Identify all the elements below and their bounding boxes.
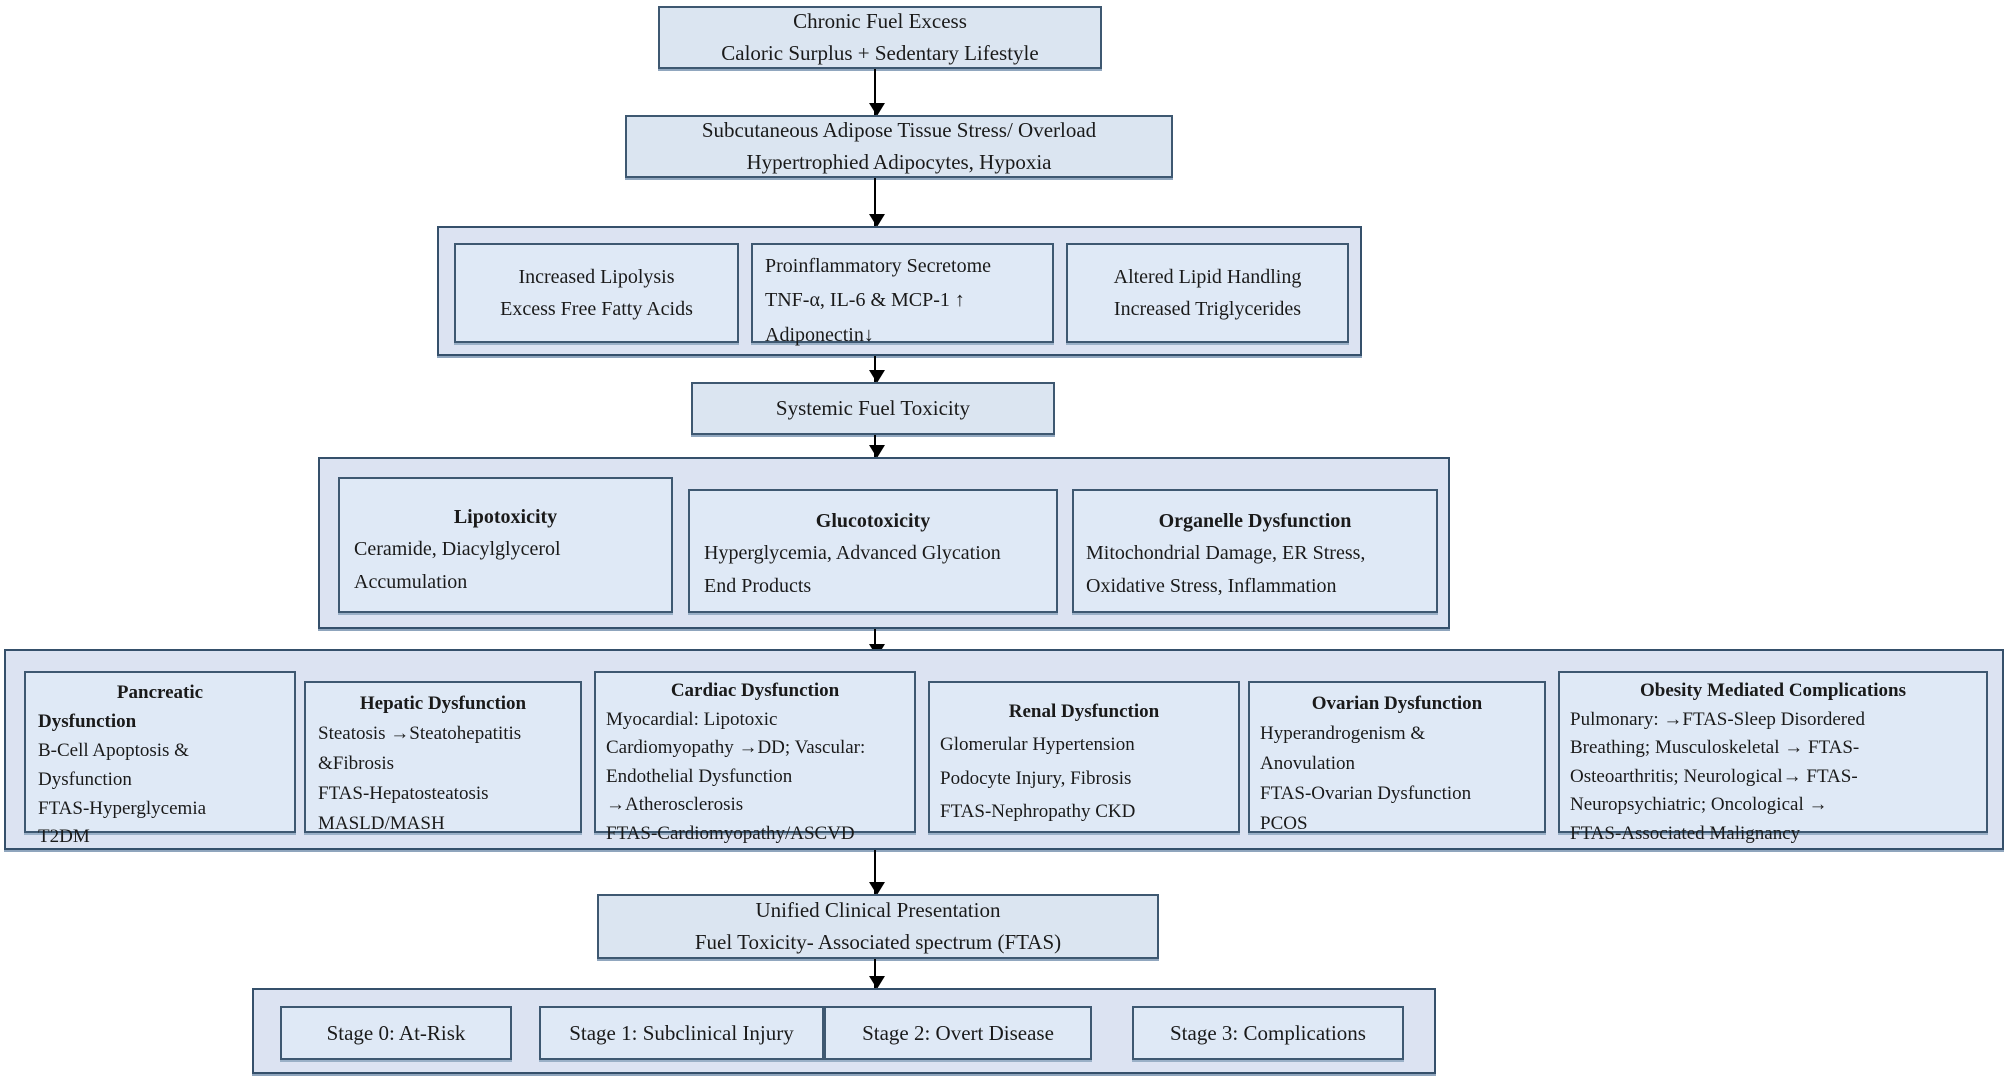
proinflammatory-secretome-line1: Proinflammatory Secretome [765,255,992,277]
obesity-mediated-complications-line4: Neuropsychiatric; Oncological → [1570,794,1828,815]
organelle-dysfunction-line1: Mitochondrial Damage, ER Stress, [1086,542,1366,565]
group-organ-dysfunction: Pancreatic Dysfunction B-Cell Apoptosis … [4,649,2004,850]
pancreatic-dysfunction-header2: Dysfunction [38,710,137,732]
increased-lipolysis-line1: Increased Lipolysis [518,265,675,288]
card-organelle-dysfunction: Organelle Dysfunction Mitochondrial Dama… [1072,489,1438,613]
organelle-dysfunction-line2: Oxidative Stress, Inflammation [1086,574,1337,597]
card-glucotoxicity: Glucotoxicity Hyperglycemia, Advanced Gl… [688,489,1058,613]
card-stage-0: Stage 0: At-Risk [280,1006,512,1060]
hepatic-dysfunction-header: Hepatic Dysfunction [359,693,527,714]
obesity-mediated-complications-line1: Pulmonary: →FTAS-Sleep Disordered [1570,708,1866,730]
ovarian-dysfunction-line2: Anovulation [1260,753,1355,775]
cardiac-dysfunction-header: Cardiac Dysfunction [670,680,840,701]
card-stage-1: Stage 1: Subclinical Injury [539,1006,824,1060]
pancreatic-dysfunction-line1: B-Cell Apoptosis & [38,739,189,761]
arrow-unified-to-stages [869,959,885,989]
pancreatic-dysfunction-line3: FTAS-Hyperglycemia [38,797,207,819]
ovarian-dysfunction-header: Ovarian Dysfunction [1311,693,1483,714]
proinflammatory-secretome-line3: Adiponectin↓ [765,323,874,346]
systemic-fuel-toxicity-label: Systemic Fuel Toxicity [775,395,971,420]
hepatic-dysfunction-line2: &Fibrosis [318,753,395,775]
card-lipotoxicity: Lipotoxicity Ceramide, Diacylglycerol Ac… [338,477,673,613]
pancreatic-dysfunction-header: Pancreatic [116,682,204,703]
node-chronic-fuel-excess: Chronic Fuel Excess Caloric Surplus + Se… [658,6,1102,69]
glucotoxicity-line2: End Products [704,574,812,597]
card-increased-lipolysis: Increased Lipolysis Excess Free Fatty Ac… [454,243,739,343]
card-obesity-mediated-complications: Obesity Mediated Complications Pulmonary… [1558,671,1988,844]
arrow-systemic-to-mechanisms [869,435,885,458]
adipose-stress-line2: Hypertrophied Adipocytes, Hypoxia [746,149,1052,174]
pancreatic-dysfunction-line4: T2DM [38,826,90,848]
ovarian-dysfunction-line1: Hyperandrogenism & [1260,723,1426,745]
group-stages: Stage 0: At-Risk Stage 1: Subclinical In… [252,988,1436,1074]
lipotoxicity-line1: Ceramide, Diacylglycerol [354,538,561,561]
increased-lipolysis-line2: Excess Free Fatty Acids [500,298,693,320]
lipotoxicity-line2: Accumulation [354,570,468,593]
hepatic-dysfunction-line4: MASLD/MASH [318,813,445,835]
ovarian-dysfunction-line3: FTAS-Ovarian Dysfunction [1260,783,1472,805]
cardiac-dysfunction-line4: →Atherosclerosis [606,794,744,815]
renal-dysfunction-line3: FTAS-Nephropathy CKD [940,800,1136,822]
card-stage-3: Stage 3: Complications [1132,1006,1404,1060]
obesity-mediated-complications-line3: Osteoarthritis; Neurological→ FTAS- [1570,765,1858,787]
hepatic-dysfunction-line3: FTAS-Hepatosteatosis [318,783,489,805]
stage-3-label: Stage 3: Complications [1170,1021,1366,1045]
cardiac-dysfunction-line5: FTAS-Cardiomyopathy/ASCVD [606,822,855,844]
node-adipose-stress: Subcutaneous Adipose Tissue Stress/ Over… [625,115,1173,178]
cardiac-dysfunction-line3: Endothelial Dysfunction [606,765,793,787]
adipose-stress-line1: Subcutaneous Adipose Tissue Stress/ Over… [701,118,1097,142]
obesity-mediated-complications-line5: FTAS-Associated Malignancy [1570,822,1801,844]
stage-0-label: Stage 0: At-Risk [326,1021,466,1045]
stage-1-label: Stage 1: Subclinical Injury [569,1021,794,1045]
chronic-fuel-excess-line2: Caloric Surplus + Sedentary Lifestyle [721,40,1039,65]
proinflammatory-secretome-line2: TNF-α, IL-6 & MCP-1 ↑ [765,289,965,312]
renal-dysfunction-line2: Podocyte Injury, Fibrosis [940,767,1132,789]
renal-dysfunction-header: Renal Dysfunction [1008,701,1160,722]
cardiac-dysfunction-line1: Myocardial: Lipotoxic [606,708,778,730]
node-systemic-fuel-toxicity: Systemic Fuel Toxicity [691,382,1055,435]
card-ovarian-dysfunction: Ovarian Dysfunction Hyperandrogenism & A… [1248,681,1546,834]
node-unified-clinical-presentation: Unified Clinical Presentation Fuel Toxic… [597,894,1159,959]
group-toxicity-mechanisms: Lipotoxicity Ceramide, Diacylglycerol Ac… [318,457,1450,629]
unified-clinical-presentation-line1: Unified Clinical Presentation [755,898,1001,922]
glucotoxicity-line1: Hyperglycemia, Advanced Glycation [704,542,1001,565]
altered-lipid-handling-line1: Altered Lipid Handling [1113,265,1302,288]
card-pancreatic-dysfunction: Pancreatic Dysfunction B-Cell Apoptosis … [24,671,296,847]
unified-clinical-presentation-line2: Fuel Toxicity- Associated spectrum (FTAS… [694,929,1062,954]
glucotoxicity-header: Glucotoxicity [815,510,931,532]
card-hepatic-dysfunction: Hepatic Dysfunction Steatosis →Steatohep… [304,681,582,834]
altered-lipid-handling-line2: Increased Triglycerides [1113,298,1302,320]
card-altered-lipid-handling: Altered Lipid Handling Increased Triglyc… [1066,243,1349,343]
chronic-fuel-excess-line1: Chronic Fuel Excess [793,9,967,33]
cardiac-dysfunction-line2: Cardiomyopathy →DD; Vascular: [606,737,866,758]
arrow-organs-to-unified [869,850,885,895]
arrow-response-to-systemic [869,356,885,383]
card-renal-dysfunction: Renal Dysfunction Glomerular Hypertensio… [928,681,1240,833]
arrow-adipose-to-response [869,178,885,227]
obesity-mediated-complications-header: Obesity Mediated Complications [1640,680,1906,701]
card-cardiac-dysfunction: Cardiac Dysfunction Myocardial: Lipotoxi… [594,671,916,844]
card-proinflammatory-secretome: Proinflammatory Secretome TNF-α, IL-6 & … [751,243,1054,346]
hepatic-dysfunction-line1: Steatosis →Steatohepatitis [318,723,522,745]
arrow-excess-to-adipose [869,69,885,116]
lipotoxicity-header: Lipotoxicity [453,506,558,528]
stage-2-label: Stage 2: Overt Disease [862,1021,1054,1045]
obesity-mediated-complications-line2: Breathing; Musculoskeletal → FTAS- [1570,737,1860,758]
card-stage-2: Stage 2: Overt Disease [824,1006,1092,1060]
renal-dysfunction-line1: Glomerular Hypertension [940,734,1135,756]
pancreatic-dysfunction-line2: Dysfunction [38,768,132,790]
group-adipose-response: Increased Lipolysis Excess Free Fatty Ac… [437,226,1362,356]
organelle-dysfunction-header: Organelle Dysfunction [1158,510,1352,532]
ovarian-dysfunction-line4: PCOS [1260,813,1308,835]
